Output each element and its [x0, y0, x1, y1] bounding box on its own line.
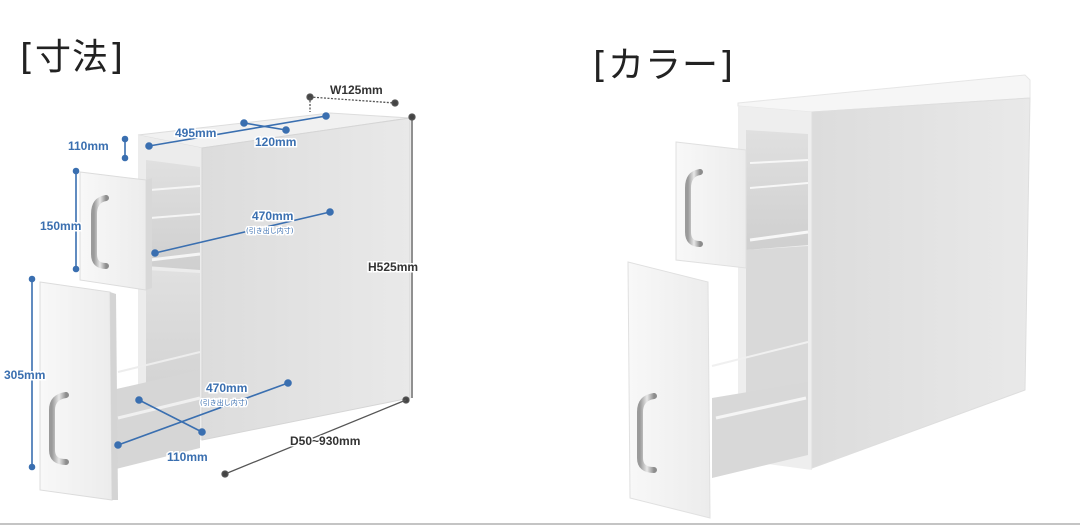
depth-label: D50~930mm: [290, 434, 360, 448]
upper-drawer-left: [79, 171, 152, 291]
upper-drawer-height-label: 150mm: [40, 219, 81, 233]
drawer-handle-icon: [91, 195, 109, 269]
top-width-label: 120mm: [255, 135, 296, 149]
dimension-lines-blue: [28, 112, 334, 471]
top-gap-label: 110mm: [68, 139, 109, 153]
dimensions-section-title: [寸法]: [20, 37, 125, 78]
top-depth-label: 495mm: [175, 126, 216, 140]
color-section-title: [カラー]: [593, 45, 735, 86]
upper-drawer-depth-note: (引き出し内寸): [246, 226, 294, 235]
height-label: H525mm: [368, 260, 418, 274]
bottom-divider: [0, 523, 1080, 525]
drawer-handle-icon: [637, 393, 657, 473]
lower-drawer-width-label: 110mm: [167, 450, 208, 464]
lower-drawer-left: [39, 281, 201, 501]
lower-drawer-height-label: 305mm: [4, 368, 45, 382]
width-label: W125mm: [330, 83, 383, 97]
upper-drawer-depth-label: 470mm: [252, 209, 293, 223]
lower-drawer-depth-note: (引き出し内寸): [200, 398, 248, 407]
lower-drawer-depth-label: 470mm: [206, 381, 247, 395]
drawer-handle-icon: [685, 169, 703, 247]
drawer-handle-icon: [49, 392, 69, 465]
dimension-lines-dark: [221, 93, 416, 478]
cabinet-color-view: [627, 74, 1031, 519]
